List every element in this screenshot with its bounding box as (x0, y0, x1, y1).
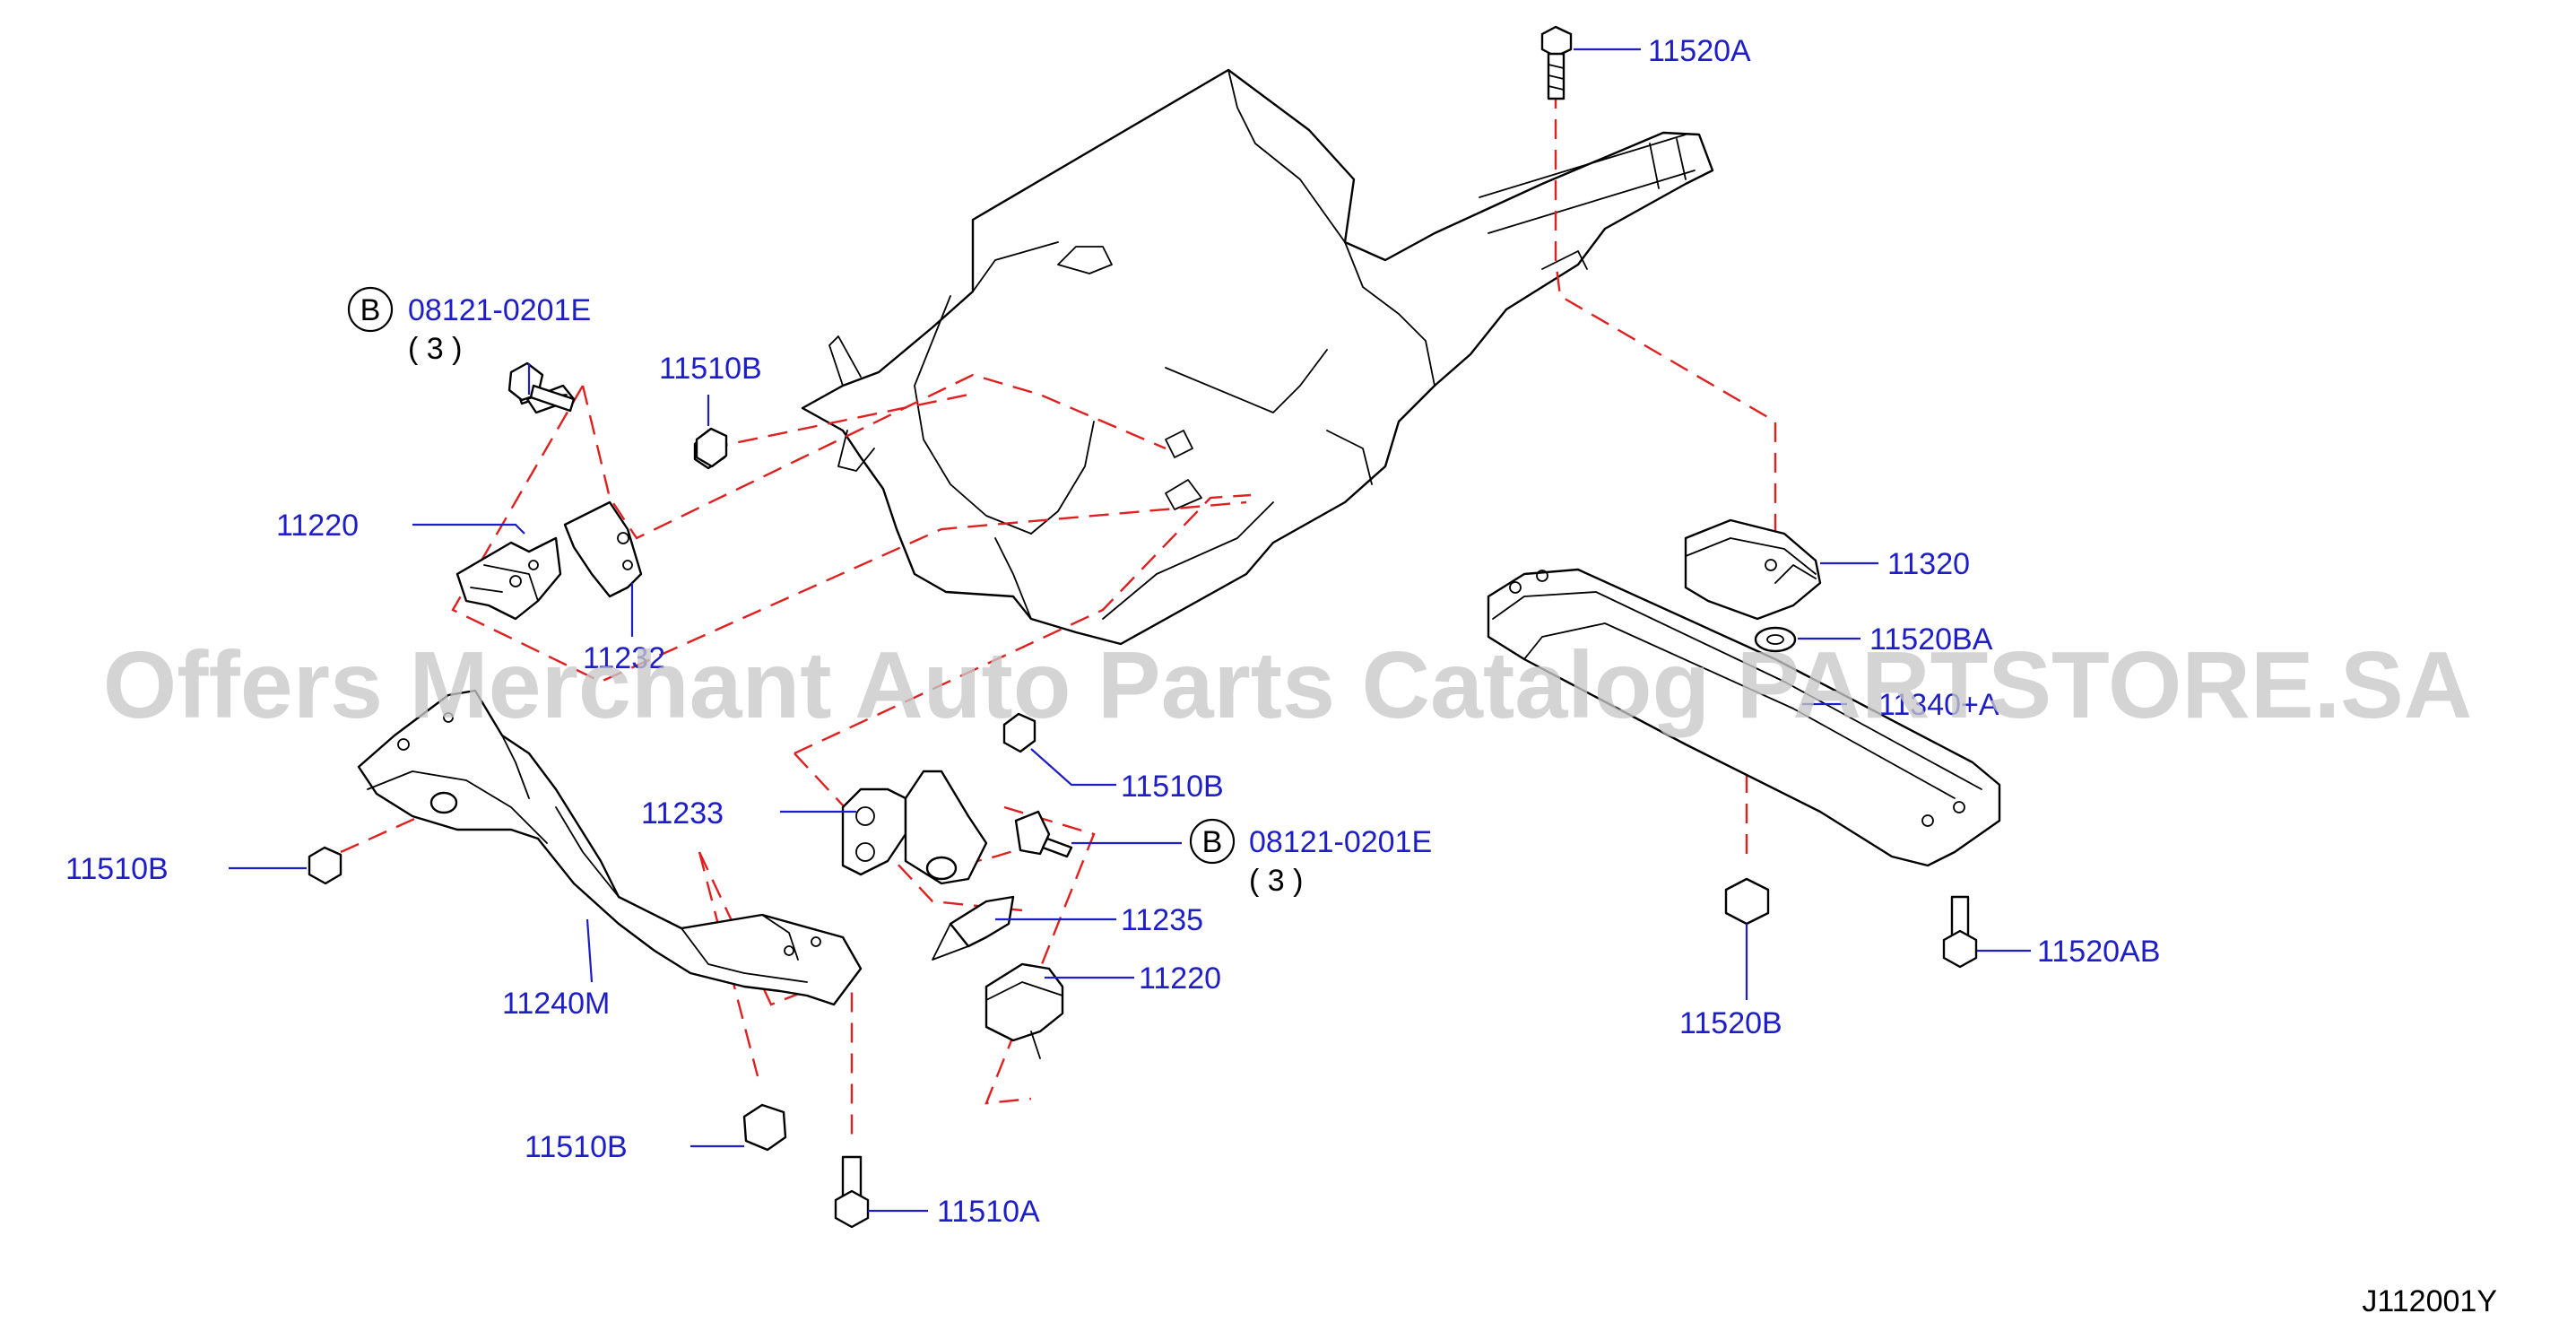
diagram-code: J112001Y (2362, 1284, 2497, 1318)
label-11520BA[interactable]: 11520BA (1869, 622, 1993, 657)
label-11510B-left[interactable]: 11510B (65, 852, 169, 886)
label-11233[interactable]: 11233 (641, 796, 724, 831)
dashed-guide-lines (340, 58, 1777, 1139)
bolt-11520A-icon (1540, 25, 1573, 100)
label-11220-left[interactable]: 11220 (276, 509, 359, 543)
leader-lines (229, 48, 2031, 1213)
label-11232[interactable]: 11232 (583, 641, 665, 675)
label-11510B-mid[interactable]: 11510B (1121, 770, 1224, 804)
nut-11510B-mid-icon (1002, 712, 1036, 753)
label-11235[interactable]: 11235 (1121, 903, 1203, 937)
label-11520B[interactable]: 11520B (1679, 1006, 1782, 1040)
watermark-text: Offers Merchant Auto Parts Catalog PARTS… (103, 632, 2473, 738)
callout-b-top-letter: B (360, 293, 381, 327)
transmission-drawing (801, 68, 1714, 646)
callout-b-top: B (347, 286, 394, 333)
middle-mount-drawing (841, 770, 1064, 1059)
label-11340[interactable]: 11340+A (1878, 688, 1999, 722)
nut-11510B-bottom-icon (742, 1103, 787, 1152)
bolt-11510A-icon (834, 1155, 870, 1229)
label-11510B-bottom[interactable]: 11510B (525, 1130, 628, 1164)
label-11220-right[interactable]: 11220 (1139, 961, 1221, 996)
nut-11510B-top-icon (695, 427, 728, 468)
label-08121-0201E-mid[interactable]: 08121-0201E (1249, 825, 1432, 859)
label-11510A[interactable]: 11510A (937, 1195, 1040, 1229)
label-11240M[interactable]: 11240M (502, 987, 610, 1021)
label-11320[interactable]: 11320 (1887, 547, 1970, 581)
label-11510B-top[interactable]: 11510B (659, 352, 762, 386)
nut-11510B-left-icon (308, 846, 343, 885)
nut-11520B-icon (1724, 877, 1770, 926)
label-11520A[interactable]: 11520A (1648, 34, 1751, 68)
bolt-08121-top-icon (507, 361, 576, 413)
label-11520AB[interactable]: 11520AB (2037, 935, 2160, 969)
qty-mid: ( 3 ) (1249, 864, 1303, 898)
front-crossmember-drawing (357, 689, 863, 1006)
rear-crossmember-drawing (1487, 518, 2001, 867)
part-labels: 11520A 08121-0201E ( 3 ) 11510B 11220 11… (65, 34, 2160, 1229)
callout-b-mid-letter: B (1202, 825, 1223, 859)
qty-top: ( 3 ) (408, 332, 462, 366)
callout-b-mid: B (1189, 818, 1236, 865)
bolt-11520AB-icon (1942, 895, 1978, 969)
bolt-08121-mid-icon (1014, 810, 1073, 858)
label-08121-0201E-top[interactable]: 08121-0201E (408, 293, 591, 327)
